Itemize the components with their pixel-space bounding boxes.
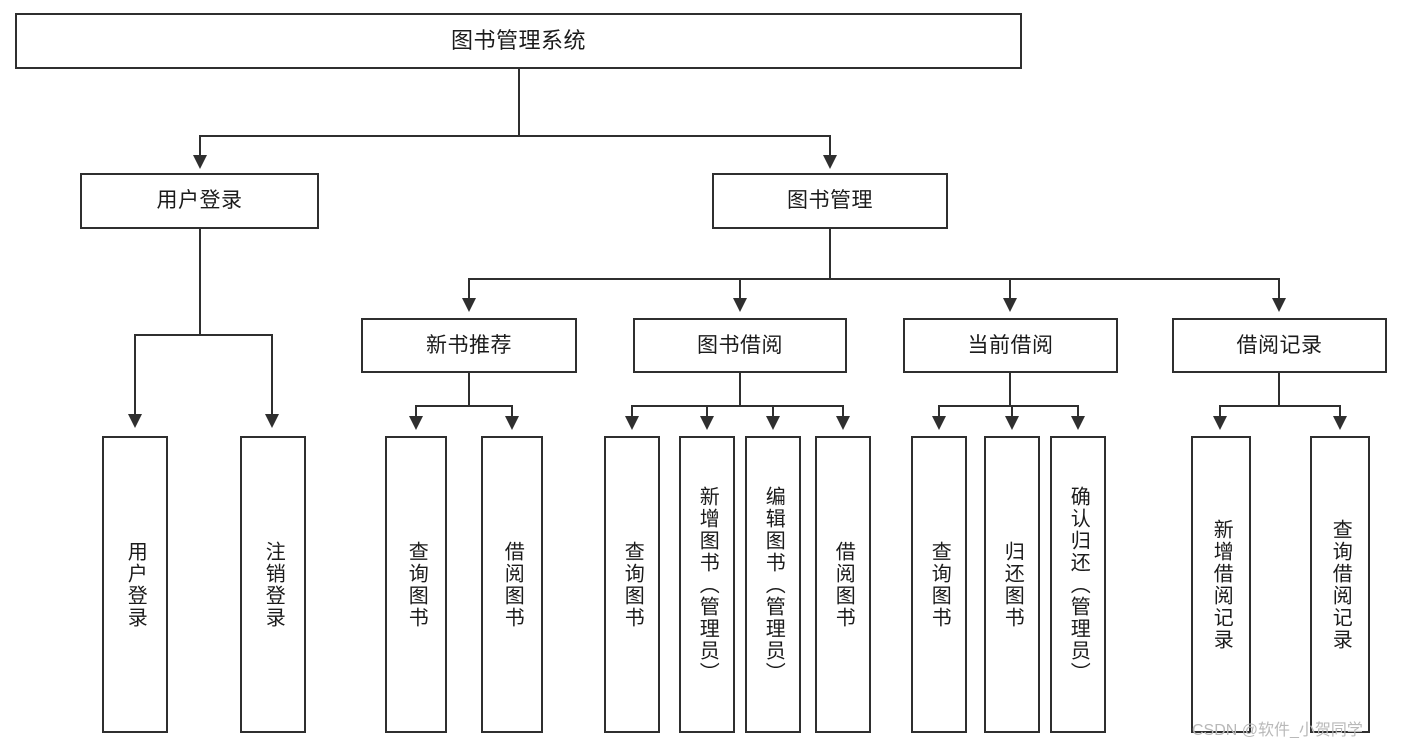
arrow-to-leaf-recommend-borrow-book: [505, 416, 519, 430]
connector-cb-to-leaf2: [1011, 405, 1013, 418]
arrow-to-current-borrow: [1003, 298, 1017, 312]
leaf-record-add-record[interactable]: 新增借阅记录: [1191, 436, 1251, 733]
arrow-to-leaf-current-return-book: [1005, 416, 1019, 430]
leaf-logout-login[interactable]: 注销登录: [240, 436, 306, 733]
arrow-to-leaf-borrow-add-book: [700, 416, 714, 430]
arrow-to-leaf-current-confirm-return: [1071, 416, 1085, 430]
connector-bm-to-new-book: [468, 278, 470, 300]
connector-nb-to-leaf1: [415, 405, 417, 418]
leaf-borrow-add-book-admin[interactable]: 新增图书（管理员）: [679, 436, 735, 733]
leaf-current-query-book[interactable]: 查询图书: [911, 436, 967, 733]
connector-bm-to-book-borrow: [739, 278, 741, 300]
connector-book-management-stem: [829, 229, 831, 280]
node-label: 图书管理: [787, 189, 873, 213]
connector-user-login-bar: [134, 334, 273, 336]
connector-book-borrow-stem: [739, 373, 741, 406]
arrow-to-book-management: [823, 155, 837, 169]
node-book-borrow[interactable]: 图书借阅: [633, 318, 847, 373]
connector-cb-to-leaf3: [1077, 405, 1079, 418]
leaf-borrow-query-book[interactable]: 查询图书: [604, 436, 660, 733]
connector-current-borrow-bar: [938, 405, 1078, 407]
node-label: 借阅记录: [1236, 333, 1323, 357]
arrow-to-leaf-borrow-borrow-book: [836, 416, 850, 430]
arrow-to-leaf-current-query-book: [932, 416, 946, 430]
leaf-record-query-record[interactable]: 查询借阅记录: [1310, 436, 1370, 733]
node-label: 用户登录: [156, 189, 243, 213]
connector-root-stem: [518, 69, 520, 136]
leaf-current-return-book[interactable]: 归还图书: [984, 436, 1040, 733]
node-book-management[interactable]: 图书管理: [712, 173, 948, 229]
node-root-system[interactable]: 图书管理系统: [15, 13, 1022, 69]
arrow-to-user-login: [193, 155, 207, 169]
node-label: 新书推荐: [426, 333, 512, 357]
connector-book-borrow-bar: [631, 405, 843, 407]
connector-book-management-bar: [468, 278, 1280, 280]
connector-cb-to-leaf1: [938, 405, 940, 418]
connector-bm-to-borrow-record: [1278, 278, 1280, 300]
node-current-borrow[interactable]: 当前借阅: [903, 318, 1118, 373]
node-label: 当前借阅: [967, 333, 1054, 357]
arrow-to-leaf-record-add: [1213, 416, 1227, 430]
connector-user-login-to-leaf1: [134, 334, 136, 416]
connector-user-login-to-leaf2: [271, 334, 273, 416]
connector-user-login-stem: [199, 229, 201, 335]
connector-nb-to-leaf2: [511, 405, 513, 418]
node-label: 图书管理系统: [450, 27, 586, 53]
connector-bb-to-leaf4: [842, 405, 844, 418]
arrow-to-leaf-logout-login: [265, 414, 279, 428]
node-new-book-recommend[interactable]: 新书推荐: [361, 318, 577, 373]
arrow-to-borrow-record: [1272, 298, 1286, 312]
arrow-to-book-borrow: [733, 298, 747, 312]
leaf-user-login[interactable]: 用户登录: [102, 436, 168, 733]
node-borrow-record[interactable]: 借阅记录: [1172, 318, 1387, 373]
connector-new-book-stem: [468, 373, 470, 406]
connector-br-to-leaf1: [1219, 405, 1221, 418]
connector-borrow-record-bar: [1219, 405, 1341, 407]
connector-bb-to-leaf1: [631, 405, 633, 418]
node-label: 图书借阅: [697, 333, 783, 357]
arrow-to-leaf-record-query: [1333, 416, 1347, 430]
connector-current-borrow-stem: [1009, 373, 1011, 406]
arrow-to-leaf-user-login: [128, 414, 142, 428]
leaf-borrow-edit-book-admin[interactable]: 编辑图书（管理员）: [745, 436, 801, 733]
leaf-recommend-borrow-book[interactable]: 借阅图书: [481, 436, 543, 733]
connector-root-bar: [199, 135, 831, 137]
arrow-to-leaf-borrow-edit-book: [766, 416, 780, 430]
connector-bm-to-current-borrow: [1009, 278, 1011, 300]
connector-root-to-user-login: [199, 135, 201, 157]
arrow-to-leaf-recommend-query-book: [409, 416, 423, 430]
arrow-to-new-book-recommend: [462, 298, 476, 312]
leaf-recommend-query-book[interactable]: 查询图书: [385, 436, 447, 733]
leaf-current-confirm-return-admin[interactable]: 确认归还（管理员）: [1050, 436, 1106, 733]
arrow-to-leaf-borrow-query-book: [625, 416, 639, 430]
connector-root-to-book-management: [829, 135, 831, 157]
leaf-borrow-borrow-book[interactable]: 借阅图书: [815, 436, 871, 733]
connector-new-book-bar: [415, 405, 513, 407]
connector-br-to-leaf2: [1339, 405, 1341, 418]
connector-bb-to-leaf3: [772, 405, 774, 418]
csdn-watermark: CSDN @软件_小贺同学: [1192, 722, 1363, 739]
connector-borrow-record-stem: [1278, 373, 1280, 406]
connector-bb-to-leaf2: [706, 405, 708, 418]
node-user-login[interactable]: 用户登录: [80, 173, 319, 229]
